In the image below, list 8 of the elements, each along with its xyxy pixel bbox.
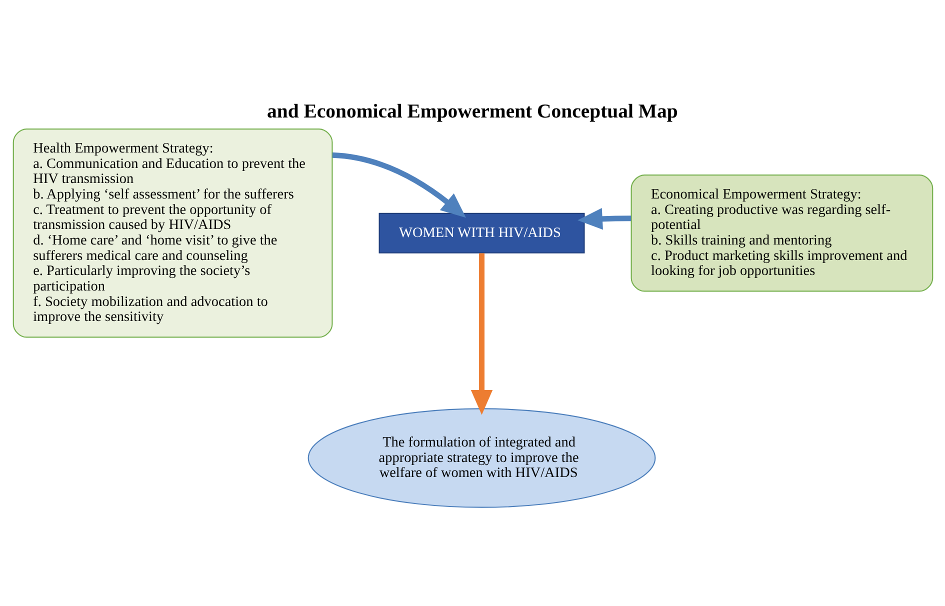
- arrow: [577, 208, 631, 230]
- node-box: Economical Empowerment Strategy: a. Creating productive was regarding self-potential b. Skills training and mentoring c. Product marketing skills improvement and looking for job opportunities: [630, 174, 933, 292]
- node-box: WOMEN WITH HIV/AIDS: [378, 212, 584, 254]
- node-ellipse: The formulation of integrated and appropriate strategy to improve the welfare of women with HIV/AIDS: [307, 408, 656, 508]
- arrow: [332, 152, 466, 218]
- arrow: [470, 253, 492, 415]
- node-box: Health Empowerment Strategy: a. Communication and Education to prevent the HIV transmission b. Applying ‘self assessment’ for the sufferers c. Treatment to prevent the opportunity of transmission caused by HIV/AIDS d. ‘Home care’ and ‘home visit’ to give the sufferers medical care and counseling e. Particularly improving the society’s participation f. Society mobilization and advocation to improve the sensitivity: [12, 128, 332, 338]
- diagram-title: and Economical Empowerment Conceptual Map: [266, 100, 678, 122]
